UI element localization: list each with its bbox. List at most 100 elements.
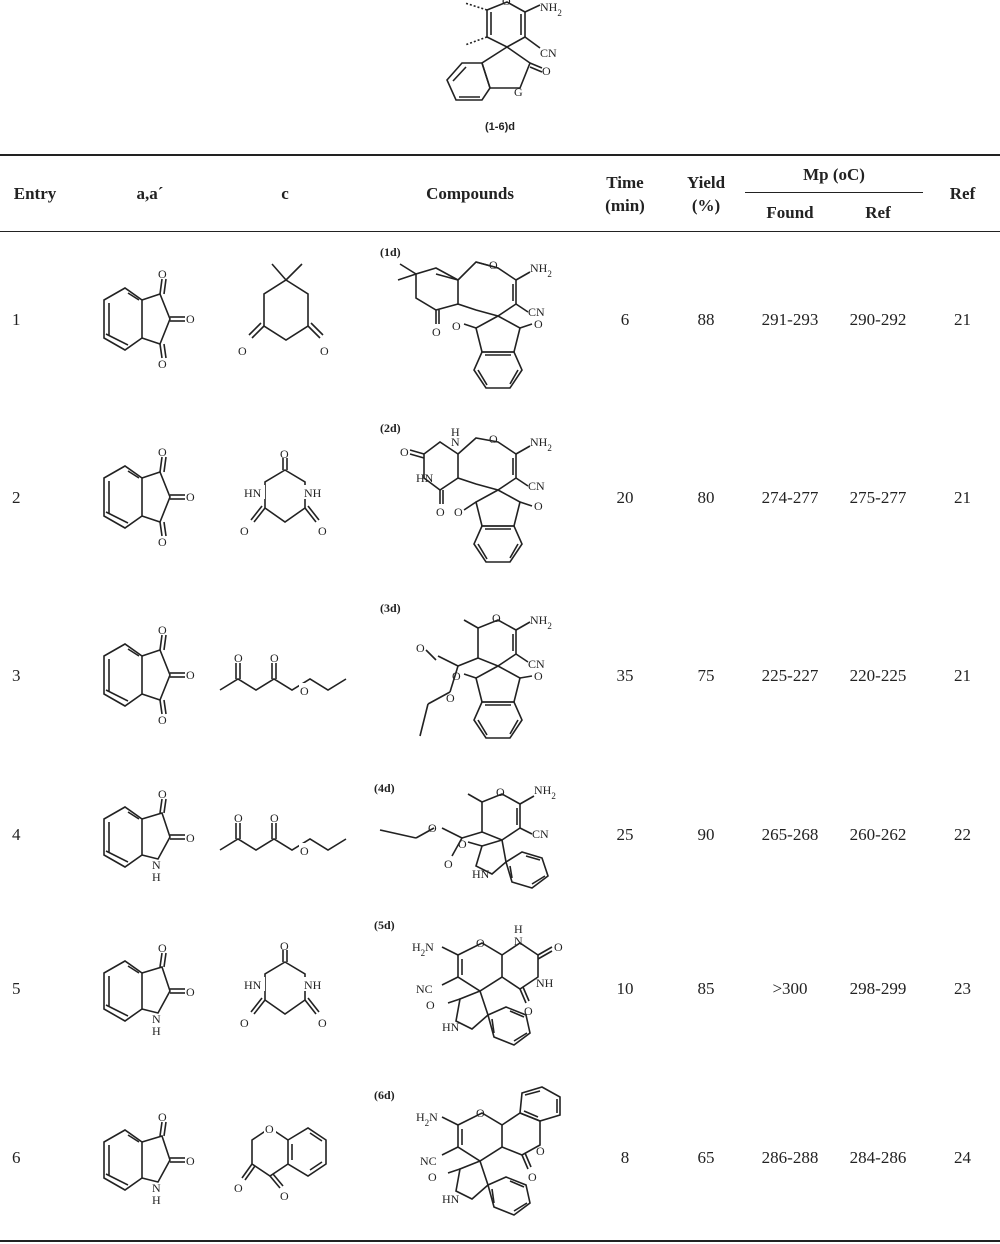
svg-text:N: N	[152, 858, 161, 872]
row-1-yield: 88	[697, 310, 715, 329]
row-4-yield: 90	[697, 825, 715, 844]
svg-text:O: O	[318, 524, 327, 538]
svg-text:N: N	[152, 1012, 161, 1026]
svg-text:O: O	[300, 844, 309, 858]
header-ref: Ref	[949, 184, 976, 203]
svg-text:O: O	[240, 1016, 249, 1030]
svg-text:NH: NH	[304, 978, 322, 992]
table-top-rule	[0, 154, 1000, 156]
svg-text:O: O	[534, 669, 543, 683]
row-5-time: 10	[616, 979, 634, 998]
svg-text:O: O	[186, 312, 195, 326]
scheme-header: O NH2 CN O G (1-6)d	[0, 0, 1000, 150]
svg-text:H: H	[514, 922, 523, 936]
svg-text:NC: NC	[416, 982, 433, 996]
header-compounds: Compounds	[426, 184, 514, 203]
row-2-time: 20	[616, 488, 634, 507]
svg-text:O: O	[234, 1181, 243, 1195]
row-2-mp-found: 274-277	[761, 488, 819, 507]
row-5-entry: 5	[12, 979, 21, 998]
scheme-cn-label: CN	[540, 46, 557, 60]
svg-text:H: H	[152, 1193, 161, 1207]
ninhydrin-structure-2: O O O	[103, 445, 195, 549]
row-4-entry: 4	[12, 825, 21, 844]
svg-text:H: H	[152, 1024, 161, 1038]
header-mp: Mp (oC)	[803, 165, 865, 184]
row-6-ref: 24	[954, 1148, 971, 1167]
ninhydrin-structure-1: O O O	[103, 267, 195, 371]
hydroxycoumarin-structure: O O O	[234, 1122, 327, 1203]
svg-text:N: N	[514, 934, 523, 948]
svg-text:H: H	[451, 425, 460, 439]
scheme-o-atom: O	[502, 0, 511, 8]
table-header-rule	[0, 231, 1000, 232]
svg-text:NH2: NH2	[530, 435, 552, 453]
svg-text:O: O	[158, 713, 167, 727]
svg-text:O: O	[489, 432, 498, 446]
svg-text:O: O	[554, 940, 563, 954]
row-6-yield: 65	[697, 1148, 715, 1167]
svg-text:O: O	[270, 651, 279, 665]
compound-6d-structure: (6d) H2N O O O NC O HN	[374, 1086, 561, 1216]
row-5-mp-ref: 298-299	[849, 979, 907, 998]
svg-text:HN: HN	[442, 1192, 460, 1206]
svg-text:O: O	[158, 623, 167, 637]
isatin-structure-5: O O N H	[103, 941, 195, 1038]
svg-text:O: O	[186, 490, 195, 504]
svg-text:O: O	[528, 1170, 537, 1184]
svg-text:HN: HN	[244, 486, 262, 500]
row-5-ref: 23	[954, 979, 971, 998]
svg-text:O: O	[300, 684, 309, 698]
header-mp-found: Found	[766, 203, 814, 222]
isatin-structure-6: O O N H	[103, 1110, 195, 1207]
compound-5d-label: (5d)	[374, 918, 395, 932]
svg-text:O: O	[476, 1106, 485, 1120]
compound-5d-h2n: H2N	[412, 940, 434, 958]
row-3-mp-found: 225-227	[761, 666, 819, 685]
svg-text:O: O	[265, 1122, 274, 1136]
row-3-entry: 3	[12, 666, 21, 685]
svg-text:O: O	[534, 499, 543, 513]
compound-1d-structure: (1d) O NH2 CN O O O	[380, 245, 552, 389]
ninhydrin-structure-3: O O O	[103, 623, 195, 727]
table-bottom-rule	[0, 1240, 1000, 1242]
row-6-mp-found: 286-288	[761, 1148, 819, 1167]
header-yield: Yield	[686, 173, 726, 192]
svg-text:O: O	[238, 344, 247, 358]
svg-text:O: O	[536, 1144, 545, 1158]
svg-text:O: O	[186, 1154, 195, 1168]
svg-text:NH: NH	[536, 976, 554, 990]
svg-text:O: O	[454, 505, 463, 519]
svg-text:N: N	[152, 1181, 161, 1195]
mp-subheader-rule	[745, 192, 923, 193]
row-5-mp-found: >300	[772, 979, 808, 998]
barbituric-acid-structure-2: O HN NH O O	[240, 447, 327, 538]
svg-text:O: O	[452, 669, 461, 683]
row-6-mp-ref: 284-286	[849, 1148, 907, 1167]
row-6-time: 8	[620, 1148, 630, 1167]
row-1-time: 6	[620, 310, 630, 329]
scheme-nh2-label: NH2	[540, 0, 562, 18]
svg-text:O: O	[476, 936, 485, 950]
svg-text:O: O	[158, 267, 167, 281]
svg-text:NH2: NH2	[534, 783, 556, 801]
header-c: c	[281, 184, 289, 203]
svg-text:O: O	[186, 831, 195, 845]
svg-text:O: O	[318, 1016, 327, 1030]
row-5-yield: 85	[697, 979, 715, 998]
svg-text:H: H	[152, 870, 161, 884]
svg-text:O: O	[186, 985, 195, 999]
row-3-time: 35	[616, 666, 634, 685]
svg-text:NH2: NH2	[530, 613, 552, 631]
scheme-compound-label: (1-6)d	[485, 121, 515, 133]
svg-text:N: N	[451, 435, 460, 449]
row-2-yield: 80	[697, 488, 715, 507]
svg-text:O: O	[428, 1170, 437, 1184]
svg-text:HN: HN	[244, 978, 262, 992]
svg-text:NH: NH	[304, 486, 322, 500]
general-structure-diagram: O NH2 CN O G	[446, 0, 562, 101]
svg-text:O: O	[280, 939, 289, 953]
header-entry: Entry	[13, 184, 57, 203]
scheme-carbonyl-o: O	[542, 64, 551, 78]
compound-6d-h2n: H2N	[416, 1110, 438, 1128]
